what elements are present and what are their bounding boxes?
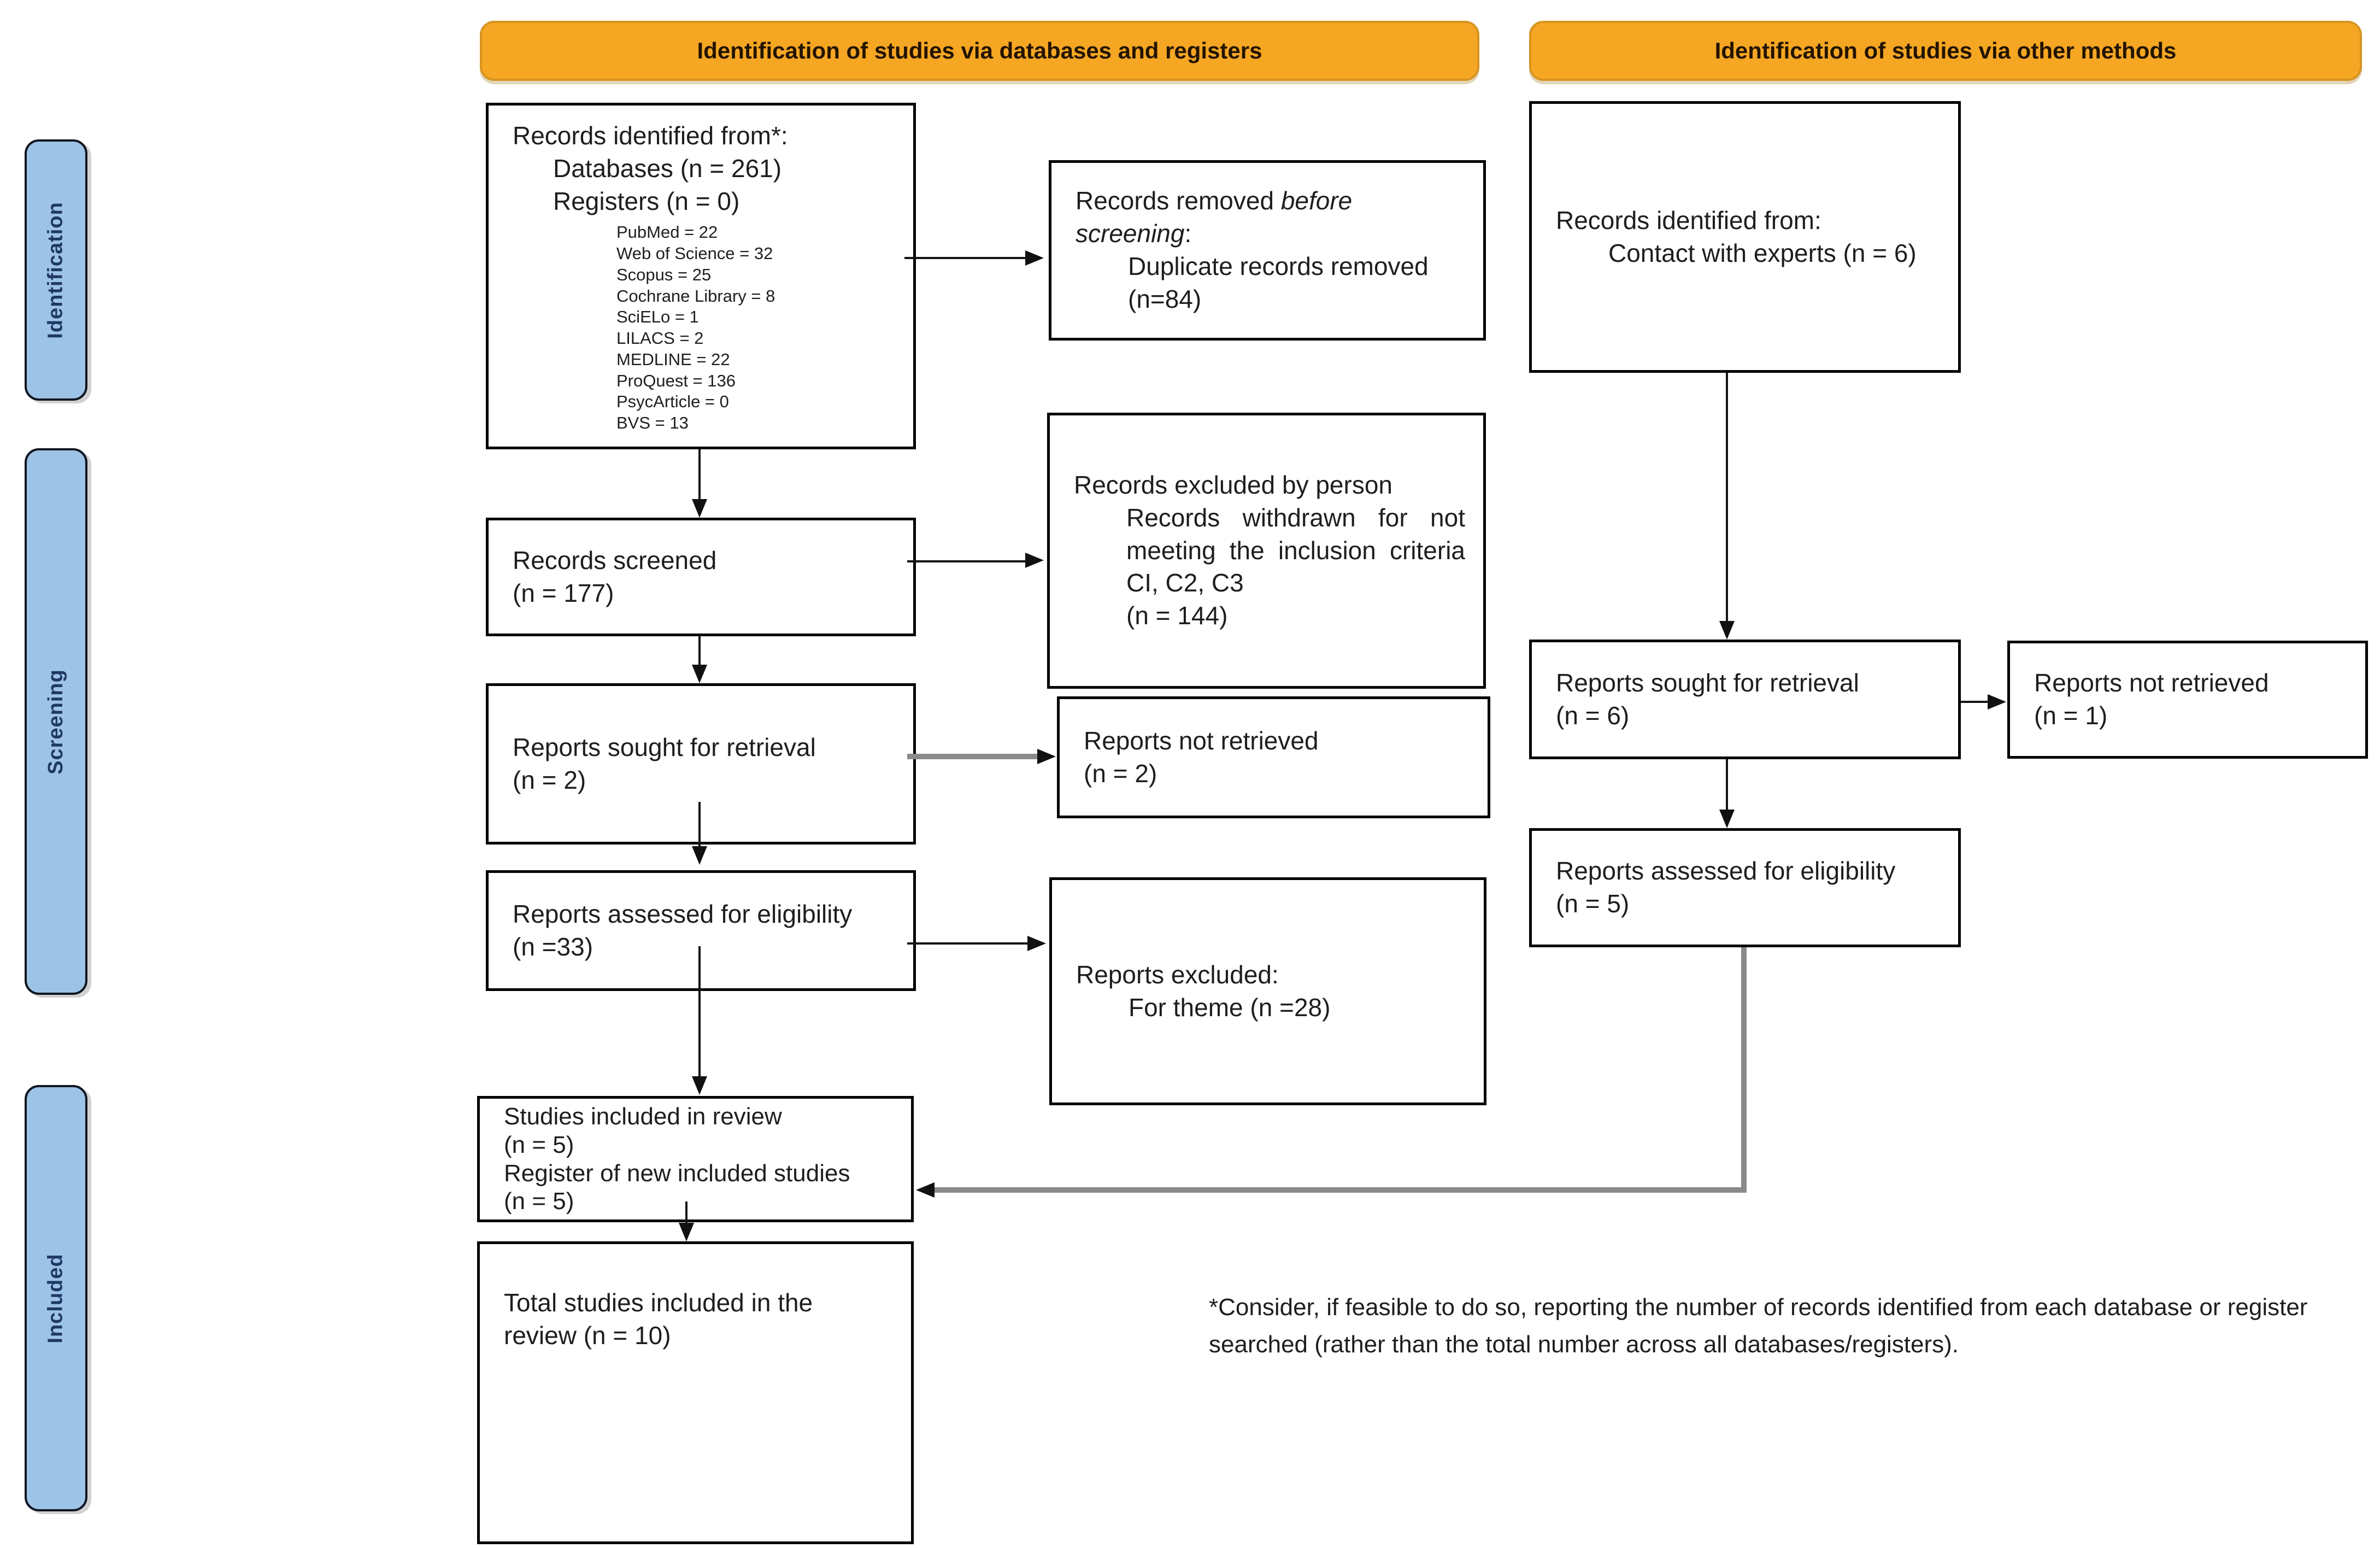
- band-screening: Screening: [25, 448, 87, 995]
- reports-sought-other-n: (n = 6): [1556, 701, 1630, 730]
- reports-sought-other-label: Reports sought for retrieval: [1556, 668, 1859, 697]
- box-reports-excluded: Reports excluded: For theme (n =28): [1049, 877, 1486, 1105]
- arrowhead-right-icon: [1027, 936, 1046, 951]
- arrowhead-right-icon: [1025, 553, 1044, 568]
- arrow-shaft: [698, 802, 701, 848]
- box-reports-not-retrieved-other: Reports not retrieved (n = 1): [2007, 641, 2368, 759]
- band-included-label: Included: [44, 1253, 68, 1344]
- box-records-excluded-by-person: Records excluded by person Records withd…: [1047, 413, 1486, 689]
- arrow-shaft: [1726, 373, 1728, 624]
- studies-included-n1: (n = 5): [504, 1131, 574, 1158]
- reports-excluded-title: Reports excluded:: [1076, 960, 1279, 989]
- arrow-shaft: [907, 942, 1027, 945]
- arrowhead-down-icon: [1719, 810, 1735, 828]
- arrow-shaft: [907, 754, 1038, 759]
- box-records-identified-other: Records identified from: Contact with ex…: [1529, 101, 1961, 373]
- source-bvs: BVS = 13: [616, 413, 689, 433]
- band-identification: Identification: [25, 139, 87, 401]
- reports-sought-db-label: Reports sought for retrieval: [513, 732, 816, 761]
- arrow-shaft: [698, 449, 701, 501]
- band-identification-label: Identification: [44, 201, 68, 339]
- source-pubmed: PubMed = 22: [616, 222, 718, 242]
- reports-not-retrieved-db-n: (n = 2): [1084, 759, 1157, 788]
- footnote: *Consider, if feasible to do so, reporti…: [1209, 1294, 2308, 1358]
- source-psycarticle: PsycArticle = 0: [616, 392, 729, 412]
- records-other-title: Records identified from:: [1556, 206, 1821, 234]
- reports-assessed-other-n: (n = 5): [1556, 889, 1630, 918]
- source-scielo: SciELo = 1: [616, 307, 699, 327]
- arrow-shaft: [698, 946, 701, 1078]
- elbow-vertical-segment: [1741, 947, 1747, 1190]
- band-included: Included: [25, 1085, 87, 1511]
- reports-sought-db-n: (n = 2): [513, 765, 586, 794]
- source-web-of-science: Web of Science = 32: [616, 244, 773, 263]
- reports-not-retrieved-other-n: (n = 1): [2034, 701, 2108, 730]
- arrow-shaft: [698, 636, 701, 667]
- source-medline: MEDLINE = 22: [616, 349, 730, 369]
- arrow-shaft: [1961, 701, 1991, 703]
- box-reports-sought-databases: Reports sought for retrieval (n = 2): [486, 683, 916, 845]
- arrowhead-down-icon: [679, 1223, 694, 1241]
- arrowhead-down-icon: [692, 1076, 707, 1095]
- reports-assessed-db-n: (n =33): [513, 932, 593, 961]
- source-proquest: ProQuest = 136: [616, 371, 736, 390]
- arrowhead-down-icon: [1719, 621, 1735, 640]
- reports-excluded-item: For theme (n =28): [1129, 993, 1331, 1022]
- arrow-shaft: [907, 560, 1027, 562]
- records-identified-registers: Registers (n = 0): [553, 186, 740, 215]
- records-excluded-title: Records excluded by person: [1074, 471, 1392, 499]
- header-other-methods: Identification of studies via other meth…: [1529, 21, 2362, 81]
- reports-not-retrieved-other-label: Reports not retrieved: [2034, 669, 2269, 697]
- records-other-item: Contact with experts (n = 6): [1608, 238, 1917, 267]
- records-excluded-body: Records withdrawn for not meeting the in…: [1126, 503, 1465, 597]
- arrowhead-down-icon: [692, 665, 707, 683]
- records-screened-label: Records screened: [513, 546, 717, 574]
- source-scopus: Scopus = 25: [616, 265, 712, 284]
- records-removed-title-italic: before screening: [1076, 186, 1353, 248]
- records-removed-title: Records removed before screening:: [1051, 185, 1483, 250]
- box-records-identified: Records identified from*: Databases (n =…: [486, 103, 916, 449]
- arrowhead-right-icon: [1988, 694, 2006, 710]
- records-identified-title: Records identified from*:: [513, 121, 788, 150]
- box-reports-assessed-other: Reports assessed for eligibility (n = 5): [1529, 828, 1961, 947]
- records-removed-n: (n=84): [1128, 284, 1202, 313]
- arrowhead-left-icon: [916, 1182, 935, 1198]
- reports-assessed-db-label: Reports assessed for eligibility: [513, 899, 853, 928]
- arrowhead-down-icon: [692, 846, 707, 865]
- arrowhead-down-icon: [692, 499, 707, 518]
- arrowhead-right-icon: [1037, 749, 1056, 764]
- records-removed-title-normal: Records removed: [1076, 186, 1281, 215]
- arrow-shaft: [904, 257, 1027, 259]
- header-databases-registers: Identification of studies via databases …: [480, 21, 1479, 81]
- band-screening-label: Screening: [44, 669, 68, 775]
- studies-included-n2: (n = 5): [504, 1188, 574, 1215]
- records-identified-databases: Databases (n = 261): [553, 154, 782, 183]
- records-excluded-n: (n = 144): [1126, 601, 1228, 630]
- source-lilacs: LILACS = 2: [616, 329, 704, 348]
- studies-included-line1: Studies included in review: [504, 1103, 782, 1130]
- arrow-shaft: [1726, 759, 1728, 811]
- records-screened-n: (n = 177): [513, 578, 614, 607]
- arrow-shaft: [685, 1201, 687, 1226]
- box-reports-assessed-databases: Reports assessed for eligibility (n =33): [486, 870, 916, 991]
- reports-assessed-other-label: Reports assessed for eligibility: [1556, 857, 1896, 886]
- box-reports-not-retrieved-databases: Reports not retrieved (n = 2): [1057, 696, 1490, 818]
- reports-not-retrieved-db-label: Reports not retrieved: [1084, 726, 1319, 755]
- box-studies-included: Studies included in review (n = 5) Regis…: [477, 1096, 914, 1222]
- records-removed-title-colon: :: [1184, 219, 1192, 248]
- box-total-studies: Total studies included in the review (n …: [477, 1241, 914, 1544]
- studies-included-line2: Register of new included studies: [504, 1159, 850, 1187]
- box-reports-sought-other: Reports sought for retrieval (n = 6): [1529, 640, 1961, 759]
- elbow-horizontal-segment: [935, 1187, 1747, 1193]
- box-records-removed: Records removed before screening: Duplic…: [1049, 160, 1486, 341]
- records-removed-item: Duplicate records removed: [1128, 252, 1429, 280]
- total-studies-label: Total studies included in the review (n …: [504, 1288, 813, 1350]
- arrowhead-right-icon: [1025, 250, 1044, 266]
- box-records-screened: Records screened (n = 177): [486, 518, 916, 636]
- source-cochrane: Cochrane Library = 8: [616, 286, 775, 306]
